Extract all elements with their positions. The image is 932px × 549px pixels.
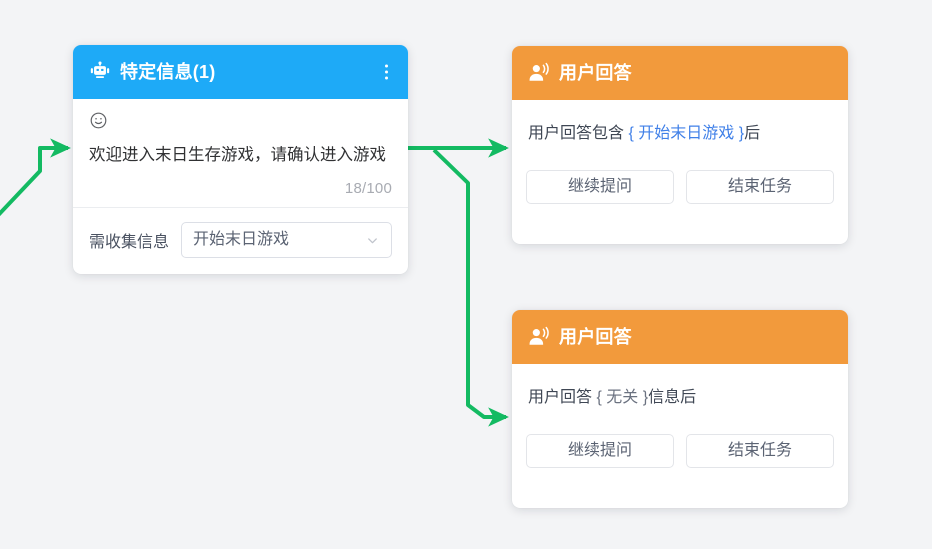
slot-value: 无关 — [606, 389, 639, 406]
slot-value: 开始末日游戏 — [638, 125, 735, 142]
slot-open-brace: { — [628, 125, 634, 142]
slot-close-brace: } — [738, 125, 745, 142]
user-answer-node-2[interactable]: 用户回答 用户回答 { 无关 }信息后 继续提问 结束任务 — [512, 310, 848, 508]
answer-node-header: 用户回答 — [512, 310, 848, 364]
condition-suffix: 后 — [744, 125, 761, 142]
robot-icon — [89, 61, 111, 83]
continue-question-button[interactable]: 继续提问 — [526, 434, 674, 468]
collect-info-value: 开始末日游戏 — [193, 231, 290, 248]
condition-slot: { 无关 } — [592, 389, 648, 406]
user-speaking-icon — [528, 326, 550, 348]
kebab-menu-icon[interactable] — [381, 62, 392, 83]
bot-node-header: 特定信息(1) — [73, 45, 408, 99]
answer-node-title: 用户回答 — [559, 63, 632, 83]
bot-message-text[interactable]: 欢迎进入末日生存游戏，请确认进入游戏 — [89, 146, 386, 164]
collect-info-label: 需收集信息 — [89, 234, 170, 251]
user-answer-node-1[interactable]: 用户回答 用户回答包含 { 开始末日游戏 }后 继续提问 结束任务 — [512, 46, 848, 244]
slot-close-brace: } — [642, 389, 649, 406]
slot-open-brace: { — [596, 389, 602, 406]
condition-body: 用户回答包含 { 开始末日游戏 }后 — [512, 100, 848, 146]
connector-to-answer-2 — [432, 148, 509, 427]
bot-message-node[interactable]: 特定信息(1) 欢迎进入末日生存游戏，请确认进入游戏 18/100 需收集信息 … — [73, 45, 408, 274]
smiley-face-icon[interactable] — [89, 111, 392, 135]
end-task-button[interactable]: 结束任务 — [686, 434, 834, 468]
condition-prefix: 用户回答 — [528, 389, 593, 406]
end-task-button[interactable]: 结束任务 — [686, 170, 834, 204]
condition-slot: { 开始末日游戏 } — [624, 125, 744, 142]
bot-message-body: 欢迎进入末日生存游戏，请确认进入游戏 18/100 — [73, 99, 408, 208]
condition-suffix: 信息后 — [648, 389, 697, 406]
character-counter: 18/100 — [344, 180, 392, 197]
user-speaking-icon — [528, 62, 550, 84]
collect-info-field-row: 需收集信息 开始末日游戏 — [73, 208, 408, 274]
continue-question-button[interactable]: 继续提问 — [526, 170, 674, 204]
condition-body: 用户回答 { 无关 }信息后 — [512, 364, 848, 410]
condition-text: 用户回答 { 无关 }信息后 — [528, 386, 832, 410]
collect-info-select[interactable]: 开始末日游戏 — [181, 222, 392, 258]
connector-incoming — [0, 138, 71, 217]
bot-node-title: 特定信息(1) — [120, 62, 216, 82]
chevron-down-icon — [365, 233, 380, 248]
answer-action-row: 继续提问 结束任务 — [512, 146, 848, 244]
answer-node-title: 用户回答 — [559, 327, 632, 347]
condition-text: 用户回答包含 { 开始末日游戏 }后 — [528, 122, 832, 146]
answer-action-row: 继续提问 结束任务 — [512, 410, 848, 508]
answer-node-header: 用户回答 — [512, 46, 848, 100]
condition-prefix: 用户回答包含 — [528, 125, 625, 142]
